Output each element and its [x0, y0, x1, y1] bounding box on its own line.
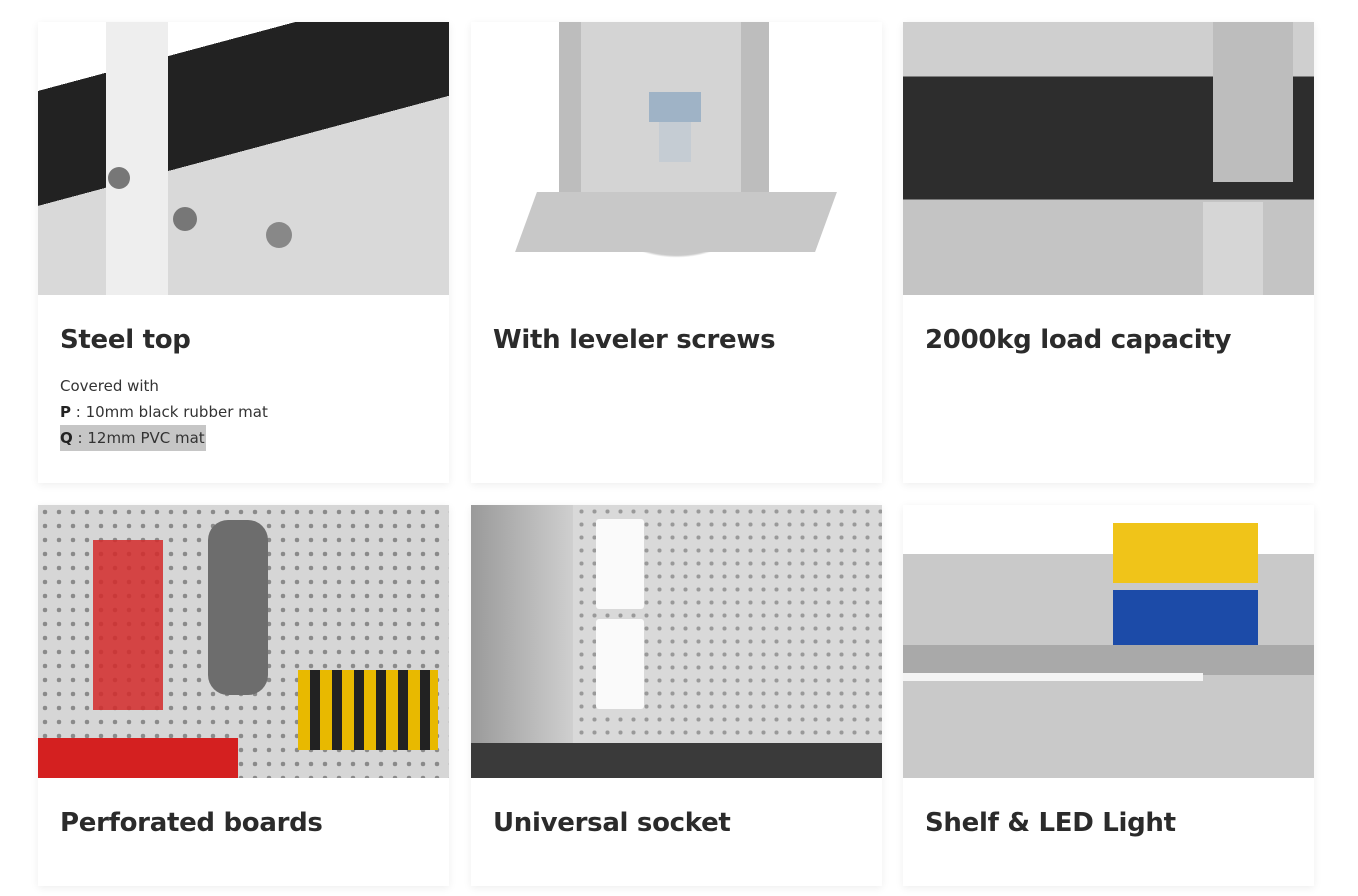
- card-title: Universal socket: [493, 808, 731, 838]
- card-title: Shelf & LED Light: [925, 808, 1176, 838]
- card-title: Steel top: [60, 325, 191, 355]
- steel-top-image: [38, 22, 449, 295]
- universal-socket-image: [471, 505, 882, 778]
- option-text: 10mm black rubber mat: [85, 403, 268, 421]
- option-separator: :: [71, 403, 86, 421]
- feature-card-perforated-boards: Perforated boards: [38, 505, 449, 886]
- card-description: Covered with P : 10mm black rubber mat Q…: [60, 373, 268, 451]
- perforated-boards-image: [38, 505, 449, 778]
- card-title: Perforated boards: [60, 808, 323, 838]
- feature-card-leveler-screws: With leveler screws: [471, 22, 882, 483]
- option-q: Q : 12mm PVC mat: [60, 425, 268, 451]
- leveler-screws-image: [471, 22, 882, 295]
- shelf-led-image: [903, 505, 1314, 778]
- option-p: P : 10mm black rubber mat: [60, 399, 268, 425]
- option-key: Q: [60, 429, 73, 447]
- feature-card-steel-top: Steel top Covered with P : 10mm black ru…: [38, 22, 449, 483]
- option-separator: :: [72, 429, 88, 447]
- feature-card-shelf-led: Shelf & LED Light: [903, 505, 1314, 886]
- feature-card-universal-socket: Universal socket: [471, 505, 882, 886]
- load-capacity-image: [903, 22, 1314, 295]
- description-intro: Covered with: [60, 377, 159, 395]
- option-key: P: [60, 403, 71, 421]
- card-title: With leveler screws: [493, 325, 776, 355]
- feature-card-load-capacity: 2000kg load capacity: [903, 22, 1314, 483]
- card-title: 2000kg load capacity: [925, 325, 1232, 355]
- option-text: 12mm PVC mat: [87, 429, 205, 447]
